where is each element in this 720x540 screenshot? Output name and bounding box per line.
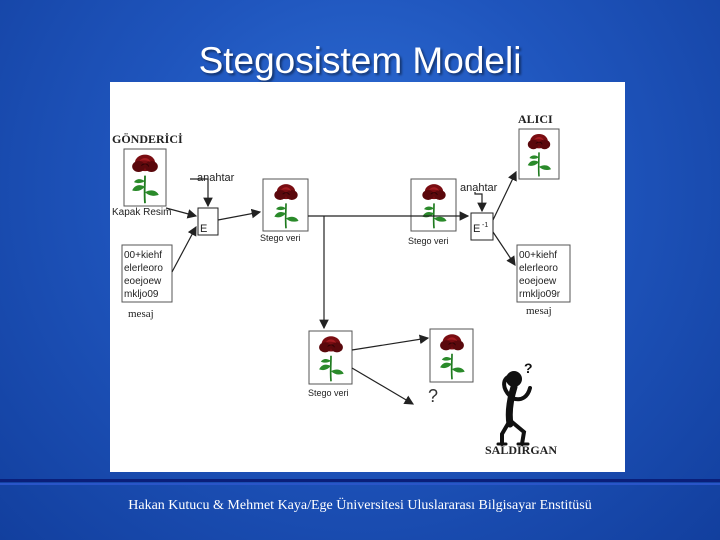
cover-image [123, 148, 167, 207]
message-label-left: mesaj [128, 308, 154, 320]
message-line: rmkljo09r [519, 289, 561, 300]
message-box-right: 00+kiehf elerleoro eoejoew rmkljo09r [516, 244, 571, 303]
extract-to-message-arrow [492, 231, 516, 266]
stego-image-3 [308, 330, 353, 385]
thinking-person-icon [496, 371, 532, 446]
key-label-left: anahtar [197, 172, 235, 184]
message-label-right: mesaj [526, 305, 552, 317]
embed-to-stego-arrow [217, 208, 262, 221]
message-line: elerleoro [124, 263, 163, 274]
message-line: 00+kiehf [519, 250, 557, 261]
stego-label-1: Stego veri [260, 233, 301, 243]
attacker-copy-arrow [351, 334, 430, 351]
slide-title: Stegosistem Modeli [198, 40, 522, 81]
stego-image-1 [262, 178, 309, 232]
message-box-left: 00+kiehf elerleoro eoejoew mkljo09 [121, 244, 173, 303]
svg-text:E: E [200, 223, 207, 235]
stego-label-3: Stego veri [308, 388, 349, 398]
message-line: 00+kiehf [124, 250, 162, 261]
cover-label: Kapak Resim [112, 207, 171, 218]
svg-text:E: E [473, 223, 480, 235]
extract-box: E -1 [470, 212, 494, 241]
key-arrow-right [474, 192, 487, 213]
slide-footer: Hakan Kutucu & Mehmet Kaya/Ege Üniversit… [128, 498, 592, 513]
attacker-copy-image [429, 328, 474, 383]
message-arrow-left [171, 225, 197, 273]
stego-diagram: 00+kiehf elerleoro eoejoew mkljo09 00+ki… [112, 112, 571, 457]
footer-divider-accent [0, 483, 720, 485]
message-line: elerleoro [519, 263, 558, 274]
stego-diagram-panel: 00+kiehf elerleoro eoejoew mkljo09 00+ki… [110, 82, 625, 472]
stego-label-2: Stego veri [408, 236, 449, 246]
message-line: mkljo09 [124, 289, 159, 300]
key-label-right: anahtar [460, 182, 498, 194]
attacker-unknown-arrow [351, 367, 415, 405]
attacker-label: SALDIRGAN [485, 443, 557, 457]
stego-image-2 [410, 178, 457, 232]
sender-label: GÖNDERİCİ [112, 132, 183, 146]
cover-arrow [165, 207, 198, 219]
attacker-question-mark: ? [524, 360, 533, 376]
question-mark: ? [428, 386, 438, 406]
key-arrow-left [190, 178, 213, 208]
receiver-label: ALICI [518, 112, 553, 126]
embed-box: E [197, 207, 219, 236]
receiver-cover-image [518, 128, 560, 180]
footer-divider [0, 479, 720, 482]
flow-connectors [165, 170, 517, 405]
svg-text:-1: -1 [482, 222, 488, 229]
message-line: eoejoew [519, 276, 557, 287]
extract-to-cover-arrow [492, 170, 517, 221]
message-line: eoejoew [124, 276, 162, 287]
